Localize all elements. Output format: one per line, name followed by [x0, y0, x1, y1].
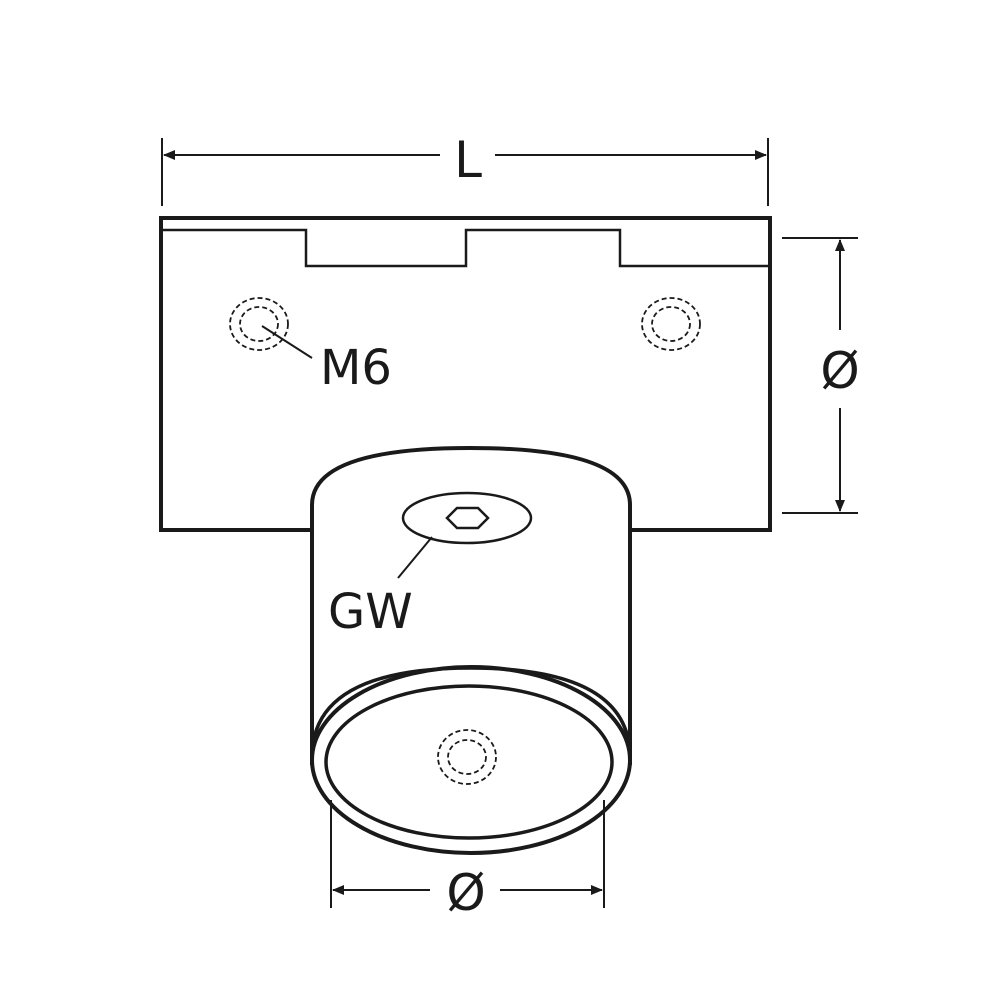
bore-hole-outer [437, 729, 497, 785]
grub-screw [401, 491, 533, 545]
length-label: L [454, 131, 482, 189]
slot-profile [163, 228, 768, 268]
bottom-diameter-dimension: Ø [330, 800, 605, 922]
length-dimension: L [161, 131, 769, 206]
grub-screw-head [401, 491, 533, 545]
hex-socket-icon [445, 506, 490, 530]
bottom-diameter-label: Ø [446, 864, 485, 922]
tube-socket [310, 445, 632, 855]
threaded-hole-right [641, 297, 701, 351]
grub-screw-label: GW [328, 584, 413, 640]
threaded-hole-left [229, 297, 289, 351]
socket-bore [324, 684, 614, 840]
thread-label: M6 [320, 340, 392, 396]
socket-outline [310, 445, 632, 765]
grub-screw-leader-line [397, 536, 433, 579]
top-diameter-dimension: Ø [782, 237, 860, 514]
thread-leader-line [261, 325, 313, 359]
bore-hole-inner [447, 739, 487, 775]
top-diameter-label: Ø [820, 342, 859, 400]
socket-rim-top [310, 666, 632, 758]
